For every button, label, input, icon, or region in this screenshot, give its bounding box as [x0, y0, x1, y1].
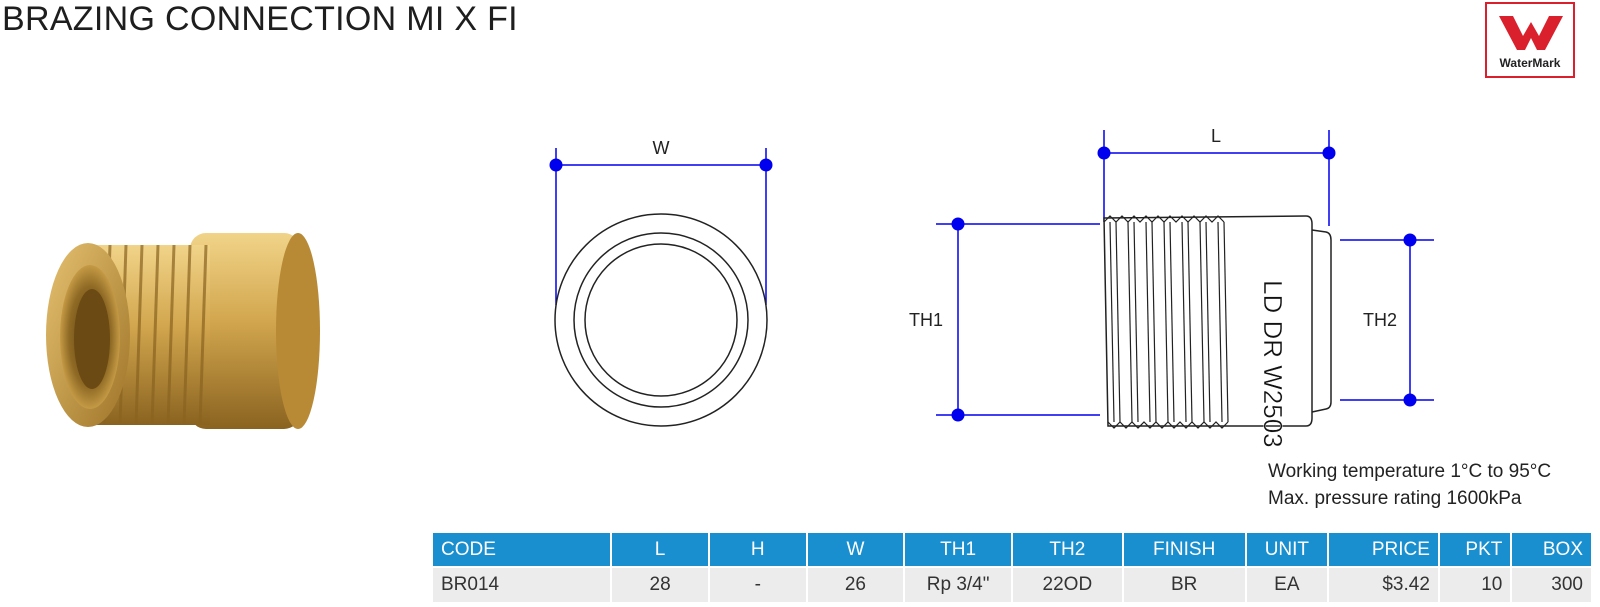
fitting-spigot-outline [1311, 229, 1332, 413]
watermark-w-icon [1499, 16, 1563, 50]
col-header-price: PRICE [1329, 533, 1438, 566]
col-header-th1: TH1 [905, 533, 1011, 566]
l-dimension-point-right [1322, 146, 1336, 160]
col-header-pkt: PKT [1439, 533, 1511, 566]
th1-dimension-point-bottom [951, 408, 965, 422]
table-row: BR014 28 - 26 Rp 3/4" 22OD BR EA $3.42 1… [433, 566, 1591, 602]
th1-dimension-point-top [951, 217, 965, 231]
th1-label: TH1 [909, 310, 943, 330]
w-dimension-point-left [549, 158, 563, 172]
working-temperature-note: Working temperature 1°C to 95°C [1268, 461, 1552, 482]
cell-code: BR014 [433, 566, 611, 602]
cell-h: - [709, 566, 806, 602]
end-view-outer-circle [554, 213, 768, 427]
th2-dimension-point-bottom [1403, 393, 1417, 407]
specification-notes: Working temperature 1°C to 95°C Max. pre… [1268, 458, 1551, 512]
col-header-l: L [612, 533, 708, 566]
cell-th1: Rp 3/4" [905, 566, 1011, 602]
col-header-box: BOX [1512, 533, 1591, 566]
cell-unit: EA [1246, 566, 1328, 602]
cell-finish: BR [1123, 566, 1245, 602]
page-title: BRAZING CONNECTION MI X FI [2, 0, 518, 38]
cell-price: $3.42 [1329, 566, 1438, 602]
cell-pkt: 10 [1439, 566, 1511, 602]
l-label: L [1211, 126, 1221, 146]
w-dimension-point-right [759, 158, 773, 172]
cell-l: 28 [612, 566, 708, 602]
max-pressure-note: Max. pressure rating 1600kPa [1268, 488, 1522, 509]
watermark-logo: WaterMark [1485, 2, 1575, 78]
product-photo [46, 233, 320, 429]
cell-w: 26 [807, 566, 904, 602]
thread-lines [1109, 221, 1229, 423]
col-header-unit: UNIT [1246, 533, 1328, 566]
col-header-finish: FINISH [1123, 533, 1245, 566]
col-header-h: H [709, 533, 806, 566]
w-label: W [653, 138, 670, 158]
col-header-w: W [807, 533, 904, 566]
watermark-logo-text: WaterMark [1499, 56, 1561, 70]
col-header-th2: TH2 [1012, 533, 1122, 566]
th2-label: TH2 [1363, 310, 1397, 330]
l-dimension-point-left [1097, 146, 1111, 160]
th2-dimension-point-top [1403, 233, 1417, 247]
product-spec-table: CODE L H W TH1 TH2 FINISH UNIT PRICE PKT… [431, 533, 1593, 602]
side-view: L TH1 TH2 [909, 126, 1434, 448]
col-header-code: CODE [433, 533, 611, 566]
cell-box: 300 [1512, 566, 1591, 602]
cell-th2: 22OD [1012, 566, 1122, 602]
end-view-mid-circle [573, 232, 749, 408]
end-view: W [549, 138, 773, 427]
fitting-body-marking: LD DR W2503 [1258, 280, 1288, 448]
table-header-row: CODE L H W TH1 TH2 FINISH UNIT PRICE PKT… [433, 533, 1591, 566]
end-view-inner-circle [584, 243, 738, 397]
